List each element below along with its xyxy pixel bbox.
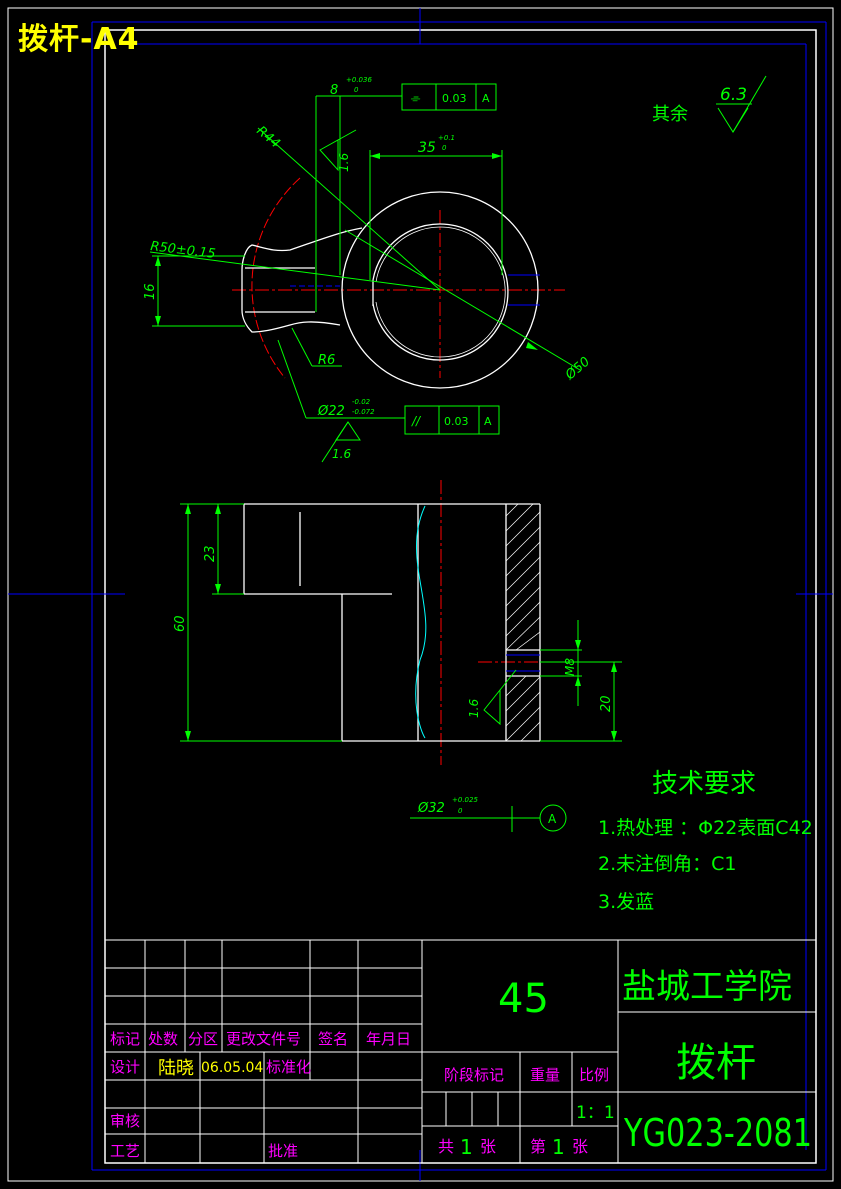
dim-dia-32-tol-upper: +0.025: [452, 796, 478, 804]
scale-label: 比例: [579, 1066, 609, 1084]
dim-dia-32-tol-lower: 0: [458, 807, 463, 815]
fcf2-datum: A: [484, 415, 492, 428]
dim-dia-32: Ø32: [417, 801, 445, 816]
dim-20: 20: [599, 695, 614, 712]
dim-dia-50: Ø50: [562, 354, 593, 383]
sheet-label: 拨杆-A4: [18, 22, 140, 57]
part-name: 拨杆: [676, 1040, 756, 1086]
hdr-zone: 分区: [188, 1030, 218, 1048]
standardize-label: 标准化: [266, 1058, 311, 1076]
roughness-note: 其余 6.3: [652, 75, 767, 133]
stage-mark-label: 阶段标记: [444, 1066, 504, 1084]
hdr-sign: 签名: [318, 1030, 348, 1048]
total-label-1: 共: [438, 1137, 454, 1156]
tech-title: 技术要求: [652, 769, 756, 799]
dim-60: 60: [173, 615, 188, 632]
dim-8-tol-lower: 0: [354, 86, 359, 94]
tech-requirements: 技术要求 1.热处理 ：Φ22表面C42 2.未注倒角：C1 3.发蓝: [598, 769, 813, 913]
dim-r44: R44: [253, 124, 282, 152]
dim-23: 23: [203, 545, 218, 562]
design-date: 06.05.04: [201, 1060, 263, 1076]
fcf2-symbol: //: [411, 414, 422, 428]
rough-1-6-a: 1.6: [337, 153, 351, 172]
hdr-mark: 标记: [110, 1030, 140, 1048]
sheet-label-1: 第: [530, 1137, 546, 1156]
tech-item-1: 1.热处理 ：Φ22表面C42: [598, 817, 813, 839]
dim-35: 35: [418, 140, 436, 156]
material: 45: [498, 976, 549, 1022]
sheet-label-2: 张: [572, 1137, 588, 1156]
fcf1-datum: A: [482, 92, 490, 105]
dim-r6: R6: [318, 353, 335, 368]
scale-value: 1：1: [576, 1103, 615, 1123]
review-label: 审核: [110, 1112, 140, 1130]
fcf1-symbol: ⌯: [410, 91, 421, 105]
dim-dia-22-tol-lower: -0.072: [352, 408, 375, 416]
dim-m8: M8: [563, 658, 577, 676]
dim-35-tol-upper: +0.1: [438, 134, 455, 142]
dim-r50: R50±0.15: [150, 239, 217, 262]
process-label: 工艺: [110, 1142, 140, 1160]
hdr-date: 年月日: [366, 1030, 411, 1048]
design-label: 设计: [110, 1058, 140, 1076]
front-view: 23 60 M8 20 1.6 Ø32 +0.025 0 A: [173, 480, 622, 832]
top-view: 8 +0.036 0 ⌯ 0.03 A 35 +0.1 0 R44 R50±0.…: [143, 76, 593, 463]
roughness-label: 其余: [652, 104, 688, 125]
dim-8: 8: [330, 83, 338, 98]
sheet-no: 1: [552, 1135, 565, 1159]
dim-35-tol-lower: 0: [442, 144, 447, 152]
dim-16: 16: [143, 283, 158, 300]
total-label-2: 张: [480, 1137, 496, 1156]
weight-label: 重量: [530, 1066, 560, 1084]
drawing-number: YG023-2081: [623, 1111, 812, 1155]
rough-1-6-front: 1.6: [467, 699, 481, 718]
rough-1-6-b: 1.6: [332, 447, 351, 461]
datum-a: A: [548, 812, 557, 826]
dim-8-tol-upper: +0.036: [346, 76, 372, 84]
tech-item-3: 3.发蓝: [598, 891, 654, 913]
dim-dia-22: Ø22: [317, 404, 345, 419]
school-name: 盐城工学院: [622, 967, 792, 1007]
approve-label: 批准: [268, 1142, 298, 1160]
roughness-value: 6.3: [720, 85, 747, 105]
fcf1-value: 0.03: [442, 92, 467, 105]
hdr-change-doc: 更改文件号: [226, 1030, 301, 1048]
total-sheets: 1: [460, 1135, 473, 1159]
tech-item-2: 2.未注倒角：C1: [598, 853, 736, 875]
hdr-count: 处数: [148, 1030, 178, 1048]
dim-dia-22-tol-upper: -0.02: [352, 398, 371, 406]
title-block: 标记 处数 分区 更改文件号 签名 年月日 设计 陆晓 06.05.04 标准化…: [104, 939, 817, 1164]
sheet-grid: [8, 8, 833, 1181]
designer: 陆晓: [158, 1058, 194, 1079]
fcf2-value: 0.03: [444, 415, 469, 428]
